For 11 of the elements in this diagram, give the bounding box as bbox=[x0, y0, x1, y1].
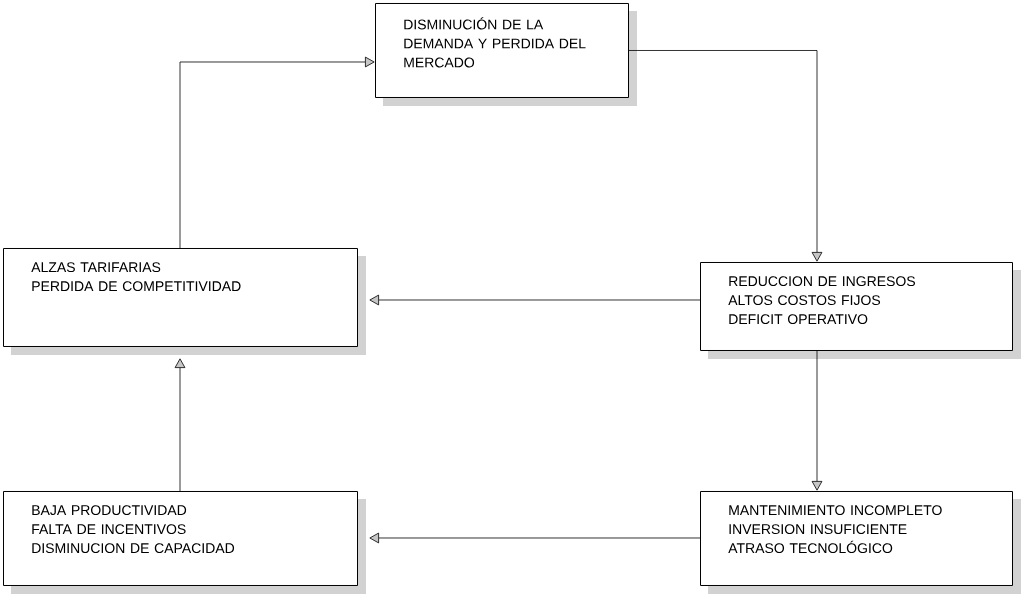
arrow bbox=[811, 349, 823, 491]
arrow bbox=[174, 358, 186, 492]
process-box: BAJA PRODUCTIVIDAD FALTA DE INCENTIVOS DISMINUCION DE CAPACIDAD bbox=[3, 491, 366, 594]
arrow bbox=[369, 294, 701, 306]
process-box: REDUCCION DE INGRESOS ALTOS COSTOS FIJOS DEFICIT OPERATIVO bbox=[700, 262, 1021, 359]
arrow bbox=[369, 532, 701, 544]
arrow bbox=[628, 50, 823, 262]
process-box: ALZAS TARIFARIAS PERDIDA DE COMPETITIVIDAD bbox=[3, 248, 366, 355]
process-box: MANTENIMIENTO INCOMPLETO INVERSION INSUFICIENTE ATRASO TECNOLÓGICO bbox=[700, 491, 1021, 594]
process-box: DISMINUCIÓN DE LA DEMANDA Y PERDIDA DEL MERCADO bbox=[375, 3, 637, 106]
arrow bbox=[179, 56, 375, 249]
